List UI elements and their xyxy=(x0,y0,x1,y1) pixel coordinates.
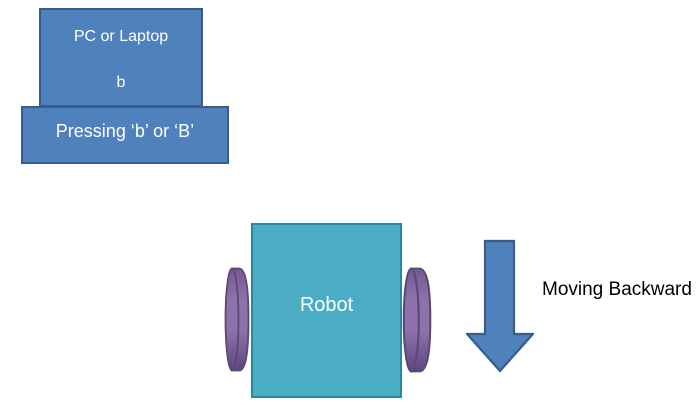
pc-box: PC or Laptop b xyxy=(39,8,203,107)
robot-box: Robot xyxy=(251,223,402,398)
pc-box-key-letter: b xyxy=(116,74,126,91)
moving-backward-label: Moving Backward xyxy=(542,279,692,300)
right-wheel-icon xyxy=(402,267,432,373)
left-wheel-icon xyxy=(224,267,250,372)
pc-box-title: PC or Laptop xyxy=(73,28,169,45)
pressing-box: Pressing ‘b’ or ‘B’ xyxy=(21,106,229,164)
pressing-box-label: Pressing ‘b’ or ‘B’ xyxy=(55,120,195,141)
down-arrow-icon xyxy=(466,239,534,373)
robot-label: Robot xyxy=(299,294,354,316)
